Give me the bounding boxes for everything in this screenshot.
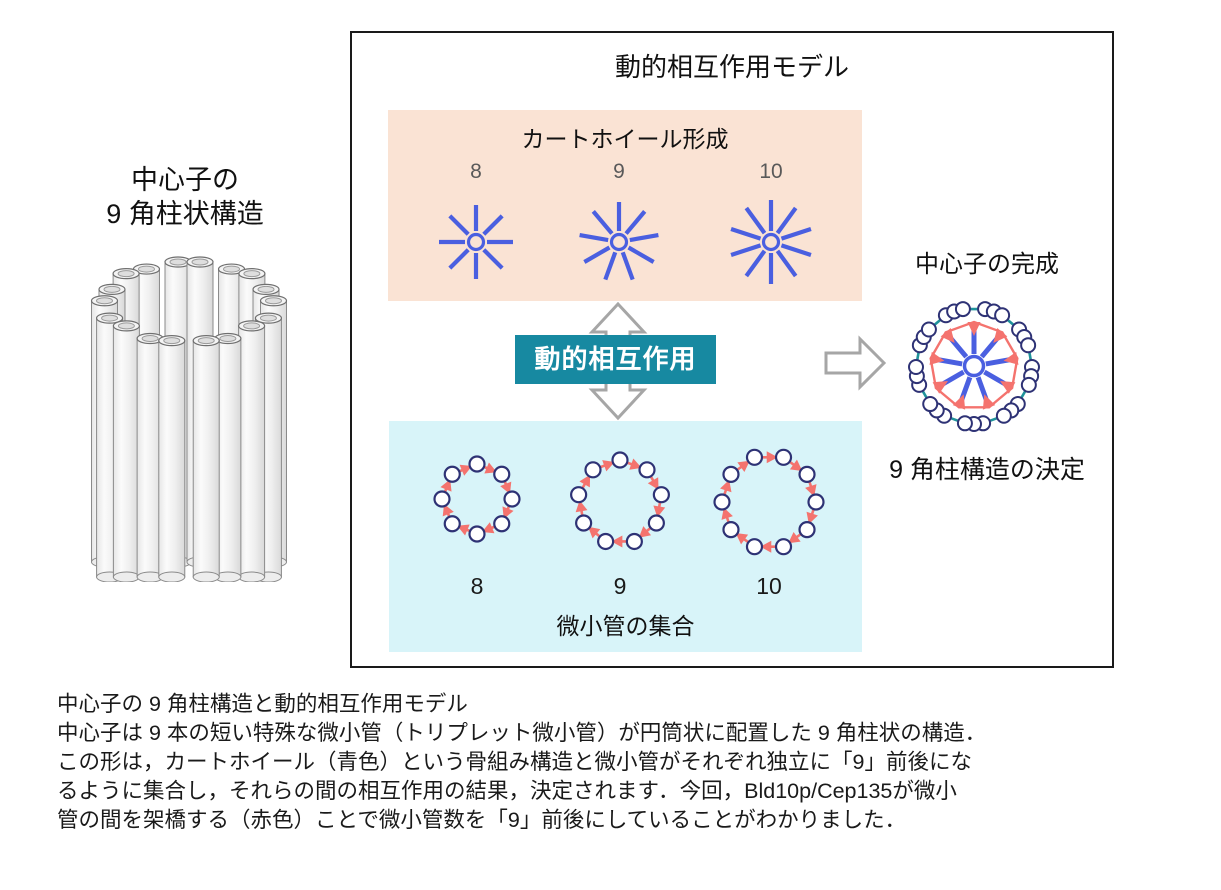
completion-label: 中心子の完成 <box>915 251 1059 278</box>
centriole-3d-illustration <box>90 256 288 582</box>
caption-line: 中心子の 9 角柱構造と動的相互作用モデル <box>57 692 468 716</box>
right-arrow-icon <box>824 335 887 391</box>
caption-line: 中心子は 9 本の短い特殊な微小管（トリプレット微小管）が円筒状に配置した 9 … <box>57 721 987 745</box>
interaction-label: 動的相互作用 <box>515 335 716 384</box>
model-box: 動的相互作用モデル カートホイール形成 8 9 10 動的相互作用 <box>350 31 1114 668</box>
completed-centriole-diagram <box>908 301 1040 432</box>
cartwheel-count-label: 8 <box>470 160 482 183</box>
microtubule-item: 10 <box>709 421 829 652</box>
caption-line: 管の間を架橋する（赤色）ことで微小管数を「9」前後にしていることがわかりました． <box>57 808 907 832</box>
cartwheel-panel: カートホイール形成 8 9 10 <box>388 110 862 301</box>
microtubule-count-label: 8 <box>470 573 484 599</box>
caption-line: るように集合し，それらの間の相互作用の結果，決定されます．今回，Bld10p/C… <box>57 779 957 803</box>
microtubule-ring-diagram <box>713 448 825 556</box>
left-structure-label-line2: 9 角柱状構造 <box>106 199 264 229</box>
cartwheel-count-label: 10 <box>759 160 783 183</box>
cartwheel-diagram <box>579 202 659 281</box>
microtubule-item: 9 <box>560 421 680 652</box>
cartwheel-diagram <box>730 200 812 284</box>
cartwheel-panel-title: カートホイール形成 <box>521 126 729 152</box>
caption-line: この形は，カートホイール（青色）という骨組み構造と微小管がそれぞれ独立に「9」前… <box>57 750 972 774</box>
left-structure-label-line1: 中心子の <box>131 165 239 195</box>
left-structure-label: 中心子の 9 角柱状構造 <box>50 163 320 231</box>
microtubule-count-label: 10 <box>756 573 782 599</box>
model-title: 動的相互作用モデル <box>614 52 849 82</box>
microtubule-ring-diagram <box>433 455 521 543</box>
decision-label: 9 角柱構造の決定 <box>889 456 1085 484</box>
figure-caption: 中心子の 9 角柱構造と動的相互作用モデル 中心子は 9 本の短い特殊な微小管（… <box>57 690 1182 835</box>
microtubule-ring-diagram <box>570 451 670 551</box>
cartwheel-diagram <box>439 205 513 279</box>
microtubule-panel: 8 9 10 微小管の集合 <box>389 421 862 652</box>
microtubule-item: 8 <box>417 421 537 652</box>
microtubule-panel-caption: 微小管の集合 <box>556 613 695 639</box>
cartwheel-item: 9 <box>564 110 674 301</box>
cartwheel-item: 8 <box>421 110 531 301</box>
cartwheel-item: 10 <box>716 110 826 301</box>
cartwheel-count-label: 9 <box>613 160 625 183</box>
microtubule-count-label: 9 <box>613 573 627 599</box>
